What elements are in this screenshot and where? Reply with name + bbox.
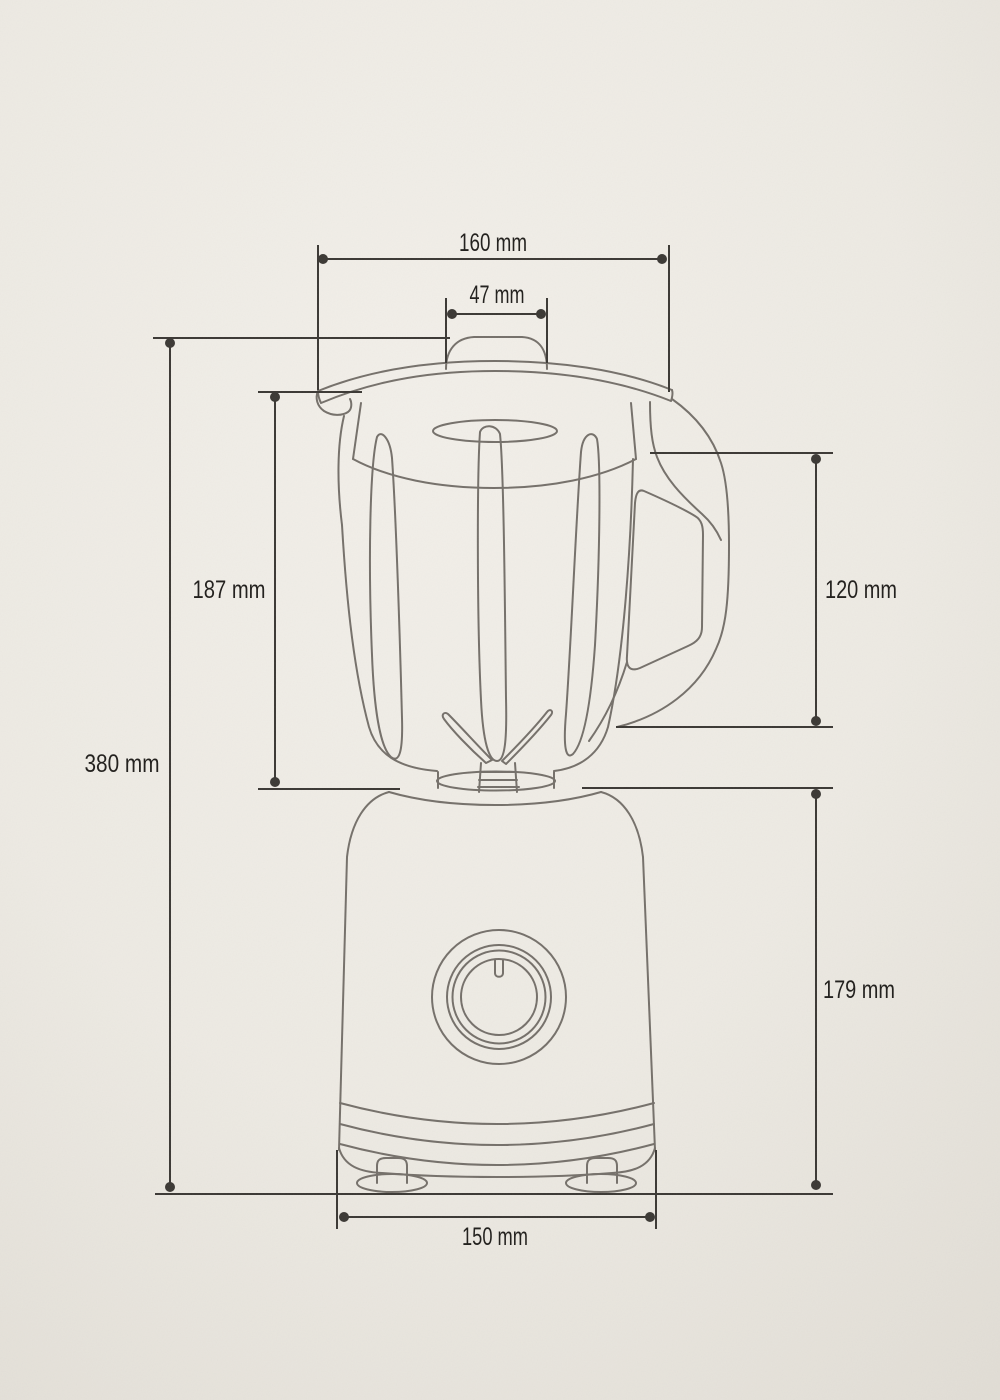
blender-dimension-diagram: 160 mm 47 mm 380 mm 187 mm [0, 0, 1000, 1400]
paper-grain-texture [0, 0, 1000, 1400]
technical-drawing-canvas: 160 mm 47 mm 380 mm 187 mm [0, 0, 1000, 1400]
